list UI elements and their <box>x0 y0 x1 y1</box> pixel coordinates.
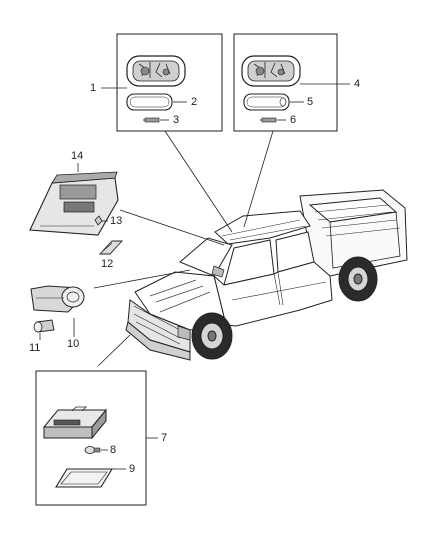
callout-10: 10 <box>67 338 80 350</box>
overhead-console-14 <box>29 163 119 236</box>
callout-1: 1 <box>90 82 97 94</box>
bulb-8 <box>84 446 101 454</box>
callout-6: 6 <box>290 114 297 126</box>
bulb-6 <box>260 117 277 123</box>
leader-lines <box>93 130 274 367</box>
pickup-truck-illustration <box>125 189 408 361</box>
courtesy-lamp-10 <box>30 285 85 337</box>
bulb-3 <box>143 117 160 123</box>
clip-13 <box>94 215 108 226</box>
group-box-4 <box>233 33 338 132</box>
callout-11: 11 <box>29 342 41 354</box>
callout-2: 2 <box>191 96 198 108</box>
dome-lamp-housing-4 <box>241 55 301 87</box>
box-rear-dome-lamp-group <box>233 33 350 132</box>
lens-9 <box>55 468 113 488</box>
callout-7: 7 <box>161 432 168 444</box>
callout-4: 4 <box>354 78 361 90</box>
callout-9: 9 <box>129 463 136 475</box>
lens-5 <box>243 93 290 111</box>
bracket-12 <box>98 240 124 255</box>
callout-8: 8 <box>110 444 117 456</box>
bulb-11 <box>33 319 55 340</box>
lens-2 <box>126 93 173 111</box>
callout-3: 3 <box>173 114 180 126</box>
cargo-lamp-7 <box>42 406 108 440</box>
callout-5: 5 <box>307 96 314 108</box>
callout-12: 12 <box>101 258 114 270</box>
callout-13: 13 <box>110 215 123 227</box>
box-cargo-lamp-group <box>35 370 158 506</box>
dome-lamp-housing-1 <box>126 55 186 87</box>
callout-14: 14 <box>71 150 84 162</box>
box-front-dome-lamp-group <box>101 33 223 132</box>
group-box-1 <box>116 33 223 132</box>
